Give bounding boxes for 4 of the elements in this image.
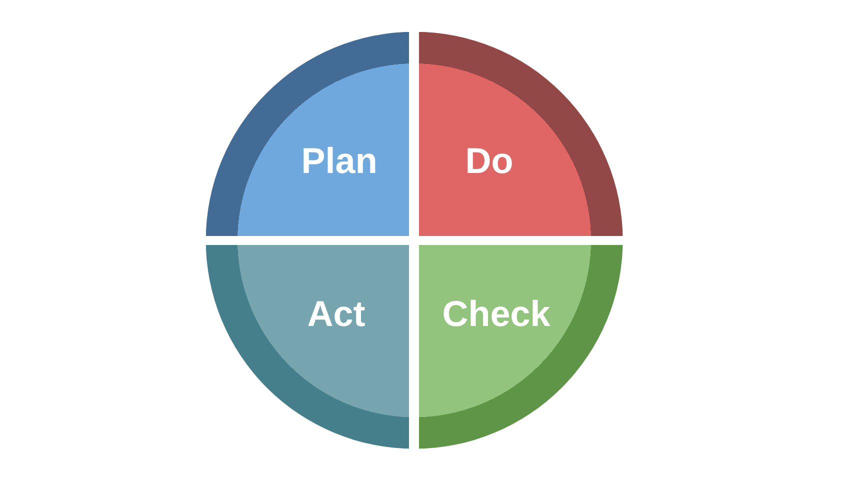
segment-label: Do: [465, 143, 514, 180]
segment-label: Plan: [301, 143, 378, 180]
segment-label: Check: [442, 296, 550, 332]
segment-label: Act: [307, 296, 366, 332]
